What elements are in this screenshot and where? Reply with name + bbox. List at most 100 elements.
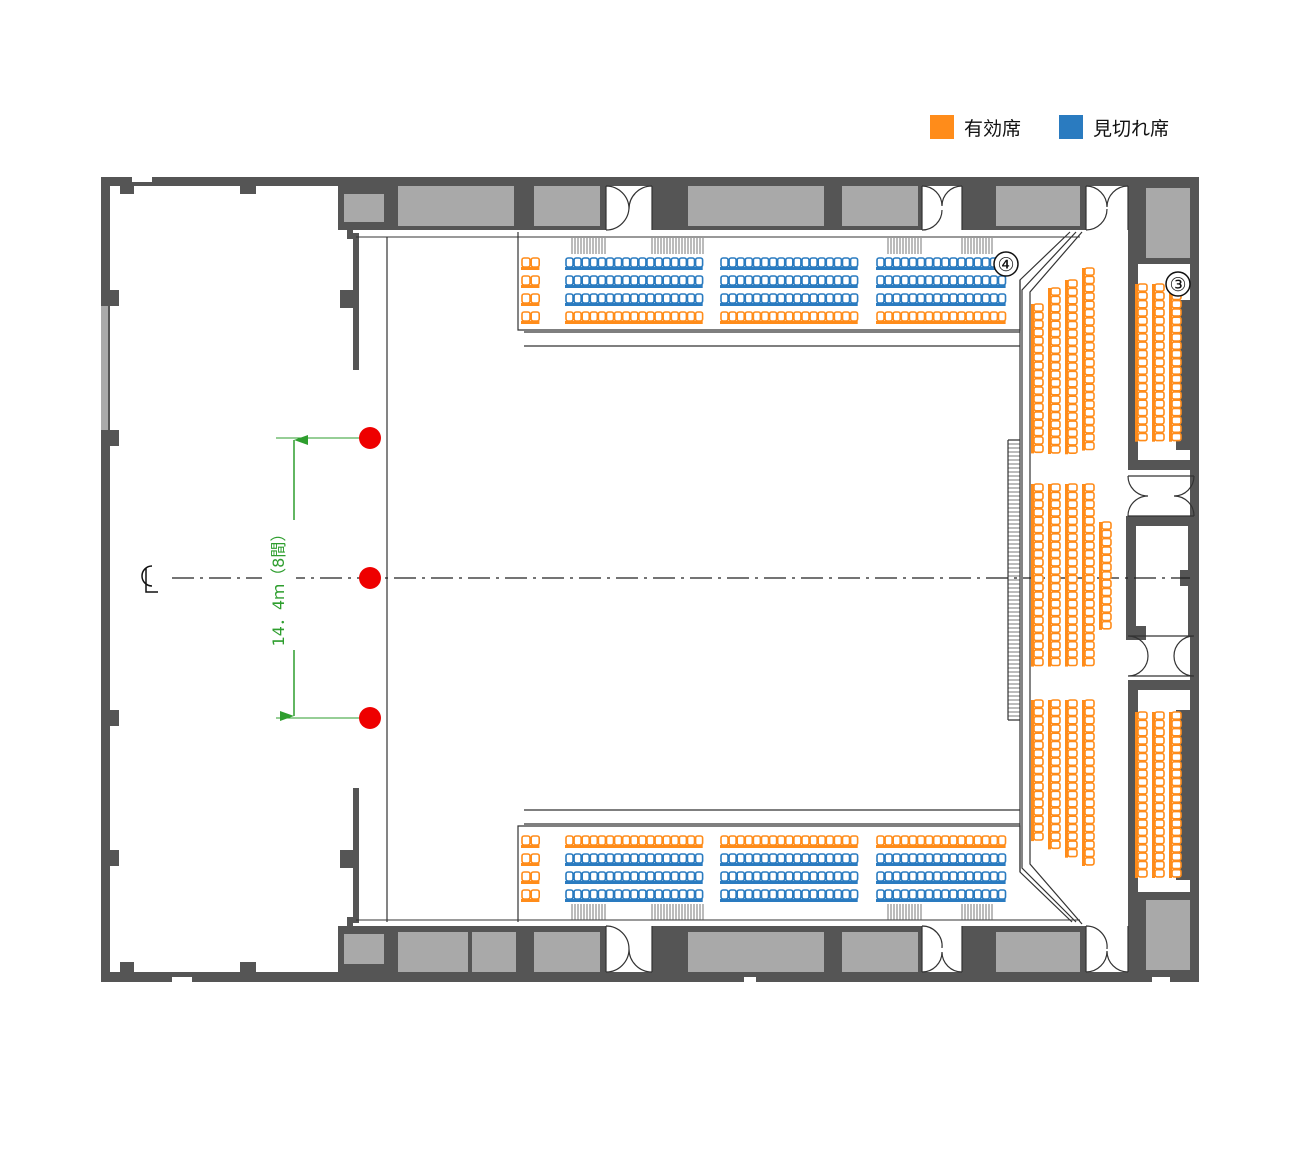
- seat-row-base: [876, 303, 1006, 306]
- seat: [932, 293, 942, 304]
- seat: [605, 311, 615, 322]
- seat: [1154, 727, 1165, 737]
- seat: [1154, 391, 1165, 400]
- seat-row-bottom: [876, 853, 1007, 866]
- seat: [1067, 790, 1078, 800]
- seat-column-center-aisle: [1099, 521, 1112, 630]
- seat: [1067, 574, 1078, 584]
- seat: [638, 311, 647, 322]
- seat: [670, 871, 680, 882]
- seat: [646, 889, 655, 900]
- seat: [760, 275, 770, 286]
- seat: [1154, 760, 1165, 770]
- seat: [900, 871, 910, 882]
- seat: [613, 275, 623, 286]
- seat: [573, 835, 582, 846]
- seat-row-base: [720, 845, 858, 848]
- seat: [605, 853, 615, 864]
- side-seat-row-bottom: [521, 871, 541, 884]
- seat: [1137, 711, 1148, 720]
- seat: [752, 853, 762, 864]
- seat: [1084, 424, 1095, 434]
- seat: [1050, 361, 1061, 371]
- seat: [1101, 579, 1112, 589]
- seat: [565, 871, 574, 882]
- seat: [1171, 819, 1182, 828]
- seat: [621, 293, 631, 304]
- seat: [581, 871, 591, 882]
- seat: [728, 257, 737, 268]
- seat-row-base: [720, 881, 858, 884]
- seat: [1137, 357, 1148, 367]
- seat: [694, 871, 704, 882]
- seat-row-top: [565, 293, 704, 306]
- seat: [841, 275, 851, 286]
- seat: [817, 853, 827, 864]
- seat: [613, 871, 623, 882]
- seat: [1050, 790, 1061, 800]
- seat: [1154, 316, 1165, 326]
- seat: [1067, 295, 1078, 305]
- seat: [1137, 382, 1148, 392]
- seat: [1084, 757, 1095, 767]
- seat: [597, 257, 607, 268]
- seat-column-far-right-top: [1152, 283, 1165, 442]
- seat: [776, 275, 786, 286]
- seat: [1050, 524, 1061, 534]
- centerline-label: CL: [140, 605, 142, 607]
- seat: [1050, 632, 1061, 642]
- seat-row-base: [565, 267, 703, 270]
- seat: [809, 257, 818, 268]
- seat: [1084, 707, 1095, 717]
- seat: [768, 871, 778, 882]
- seat: [728, 293, 737, 304]
- seat: [1154, 827, 1165, 837]
- seat: [1067, 378, 1078, 388]
- seat: [1067, 287, 1078, 297]
- seat: [1084, 383, 1095, 393]
- seat: [1137, 366, 1148, 375]
- seat: [1154, 308, 1165, 317]
- seat: [1084, 316, 1095, 326]
- seat-row-base: [720, 863, 858, 866]
- seating-platform: [517, 231, 1083, 925]
- seat: [784, 275, 794, 286]
- seat: [793, 889, 802, 900]
- seat: [876, 311, 885, 322]
- seat: [1050, 508, 1061, 517]
- seat: [565, 275, 574, 286]
- seat-row-base: [720, 321, 858, 324]
- seat: [1033, 707, 1044, 717]
- seat: [1067, 823, 1078, 833]
- seat: [884, 853, 893, 864]
- seat: [1050, 287, 1061, 296]
- seat: [1084, 599, 1095, 609]
- seat: [589, 275, 599, 286]
- seat: [793, 257, 802, 268]
- seat: [638, 275, 647, 286]
- seat: [973, 311, 983, 322]
- seat: [1101, 612, 1112, 622]
- seat: [736, 311, 746, 322]
- seat: [900, 311, 910, 322]
- seat: [989, 853, 999, 864]
- seat-row-base: [720, 303, 858, 306]
- seat: [678, 311, 688, 322]
- seat: [1171, 357, 1182, 367]
- seat-row-bottom: [720, 835, 859, 848]
- seat: [892, 871, 902, 882]
- seat-row-base: [521, 303, 540, 306]
- seat: [662, 853, 672, 864]
- seat: [1171, 308, 1182, 317]
- seat: [1067, 411, 1078, 421]
- seat: [1033, 369, 1044, 379]
- seat: [1067, 387, 1078, 396]
- seat: [1171, 802, 1182, 812]
- seat: [884, 257, 893, 268]
- pillar-marker-center: [359, 567, 381, 589]
- seat: [900, 257, 910, 268]
- seat: [1033, 757, 1044, 767]
- seat: [908, 835, 918, 846]
- seat-row-base: [565, 321, 703, 324]
- seat: [521, 871, 531, 882]
